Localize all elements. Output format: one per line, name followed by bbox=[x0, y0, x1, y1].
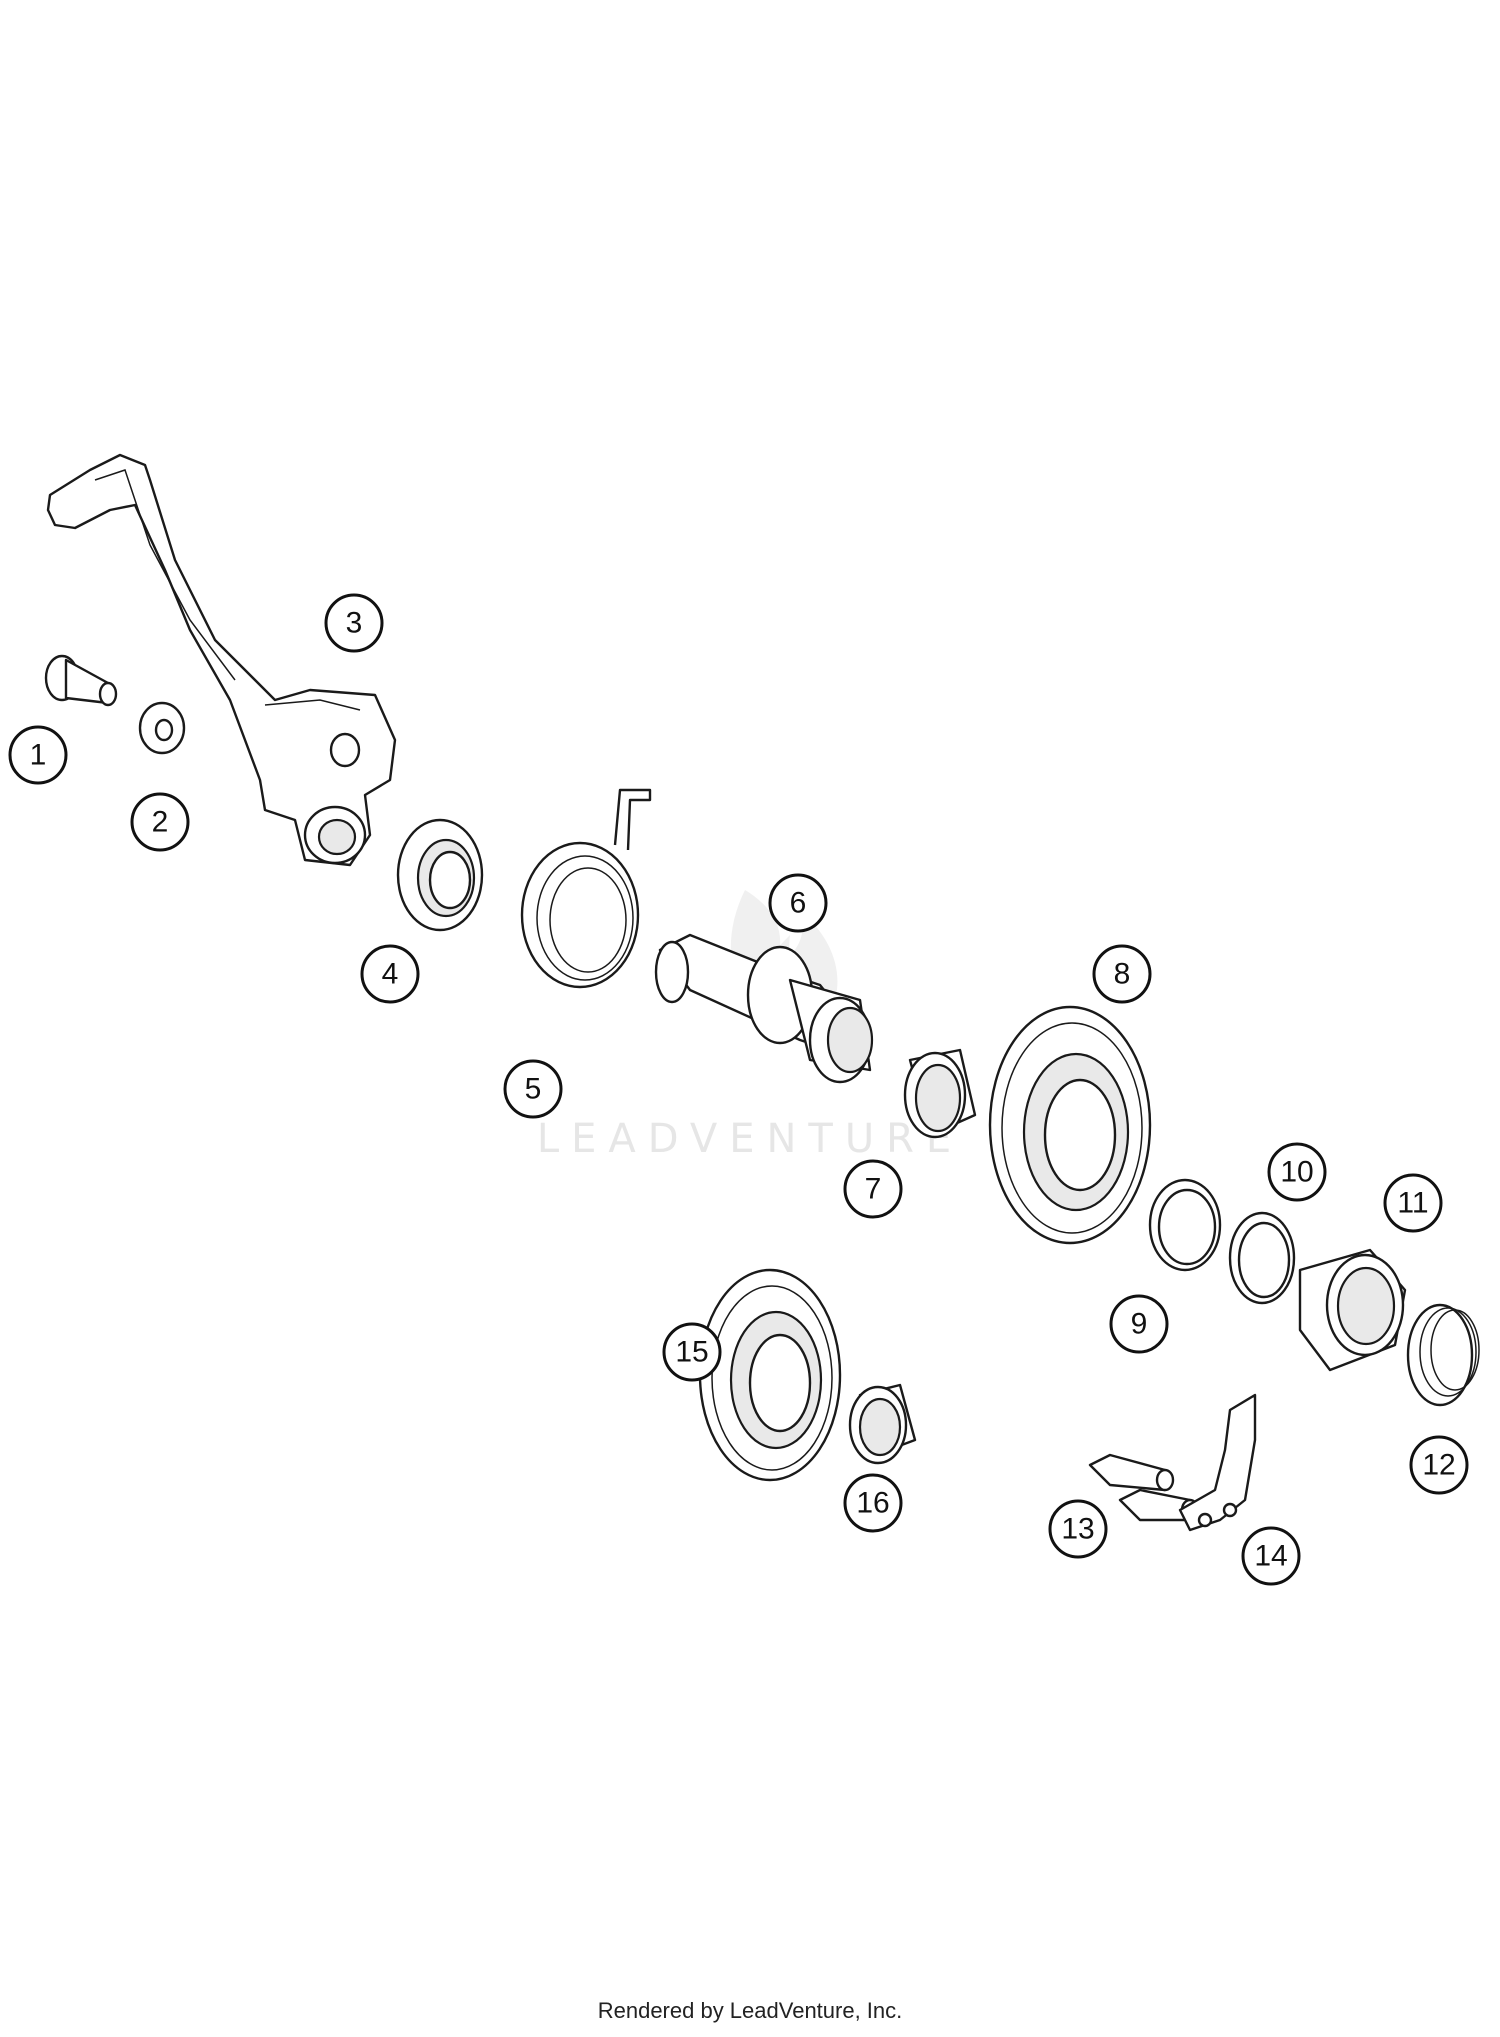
callout-9: 9 bbox=[1109, 1294, 1169, 1354]
callout-3: 3 bbox=[324, 593, 384, 653]
callout-12: 12 bbox=[1409, 1435, 1469, 1495]
callout-label: 8 bbox=[1114, 958, 1131, 991]
callout-10: 10 bbox=[1267, 1142, 1327, 1202]
callout-label: 5 bbox=[525, 1073, 542, 1106]
watermark-text: LEADVENTURE bbox=[537, 1116, 963, 1162]
callout-8: 8 bbox=[1092, 944, 1152, 1004]
callout-label: 15 bbox=[675, 1336, 708, 1369]
callout-label: 11 bbox=[1397, 1187, 1428, 1220]
callout-14: 14 bbox=[1241, 1526, 1301, 1586]
part-10-circlip bbox=[1228, 1211, 1296, 1305]
callout-label: 2 bbox=[152, 806, 169, 839]
callout-label: 16 bbox=[856, 1487, 889, 1520]
part-8-kick-gear bbox=[988, 1005, 1152, 1245]
callout-label: 7 bbox=[865, 1173, 882, 1206]
part-14-guide-plate bbox=[1178, 1393, 1257, 1532]
callout-13: 13 bbox=[1048, 1499, 1108, 1559]
part-3-kick-lever bbox=[46, 453, 397, 867]
callout-label: 14 bbox=[1254, 1540, 1287, 1573]
callout-label: 10 bbox=[1280, 1156, 1313, 1189]
callout-6: 6 bbox=[768, 873, 828, 933]
part-1-bolt bbox=[44, 654, 118, 707]
part-13-screws bbox=[1088, 1453, 1200, 1522]
callout-label: 9 bbox=[1131, 1308, 1148, 1341]
callout-1: 1 bbox=[8, 725, 68, 785]
part-7-bushing bbox=[903, 1048, 977, 1139]
part-12-spring bbox=[1406, 1303, 1480, 1407]
part-5-spring bbox=[520, 788, 652, 989]
part-16-bushing bbox=[848, 1383, 917, 1465]
callout-label: 12 bbox=[1422, 1449, 1455, 1482]
callout-label: 3 bbox=[346, 607, 363, 640]
callout-5: 5 bbox=[503, 1059, 563, 1119]
render-credit: Rendered by LeadVenture, Inc. bbox=[597, 1998, 903, 2023]
callout-11: 11 bbox=[1383, 1173, 1443, 1233]
part-4-seal bbox=[396, 818, 484, 932]
callout-4: 4 bbox=[360, 944, 420, 1004]
callout-label: 4 bbox=[382, 958, 399, 991]
part-6-kick-shaft bbox=[654, 933, 874, 1084]
callout-2: 2 bbox=[130, 792, 190, 852]
callout-label: 13 bbox=[1061, 1513, 1094, 1546]
part-2-washer bbox=[138, 701, 186, 755]
part-11-ratchet bbox=[1298, 1248, 1407, 1372]
part-15-idler-gear bbox=[698, 1268, 842, 1482]
callout-15: 15 bbox=[662, 1322, 722, 1382]
callout-label: 1 bbox=[30, 739, 47, 772]
callout-label: 6 bbox=[790, 887, 807, 920]
part-9-washer bbox=[1148, 1178, 1222, 1272]
callout-7: 7 bbox=[843, 1159, 903, 1219]
callout-16: 16 bbox=[843, 1473, 903, 1533]
